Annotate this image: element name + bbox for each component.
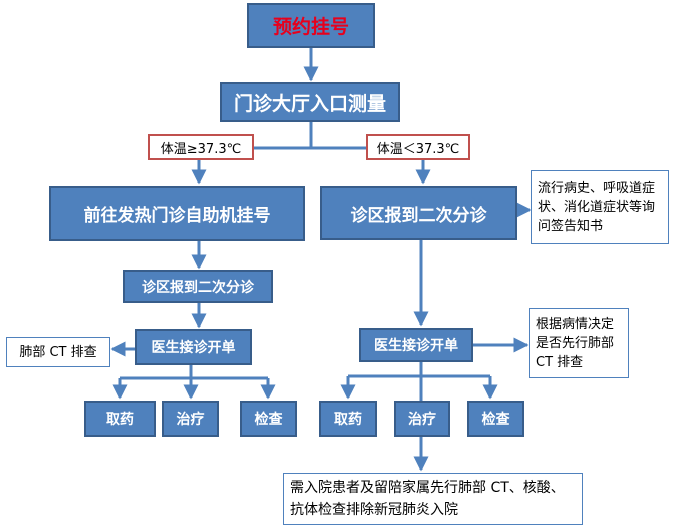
temp-high-condition: 体温≥37.3℃ — [148, 134, 254, 160]
triage-right-box: 诊区报到二次分诊 — [320, 186, 517, 240]
doctor-right-box: 医生接诊开单 — [359, 328, 473, 362]
treatment-right-box: 治疗 — [394, 401, 450, 437]
exam-right-box: 检查 — [467, 401, 524, 437]
temp-low-condition: 体温＜37.3℃ — [366, 134, 470, 160]
history-inquiry-note: 流行病史、呼吸道症状、消化道症状等询问签告知书 — [531, 170, 669, 244]
treatment-left-box: 治疗 — [162, 401, 219, 437]
triage-left-box: 诊区报到二次分诊 — [123, 270, 273, 303]
measure-box: 门诊大厅入口测量 — [220, 82, 400, 122]
exam-left-box: 检查 — [240, 401, 297, 437]
ct-decision-note: 根据病情决定是否先行肺部 CT 排查 — [529, 308, 629, 378]
inpatient-note: 需入院患者及留陪家属先行肺部 CT、核酸、抗体检查排除新冠肺炎入院 — [283, 473, 583, 525]
medicine-left-box: 取药 — [84, 401, 156, 437]
fever-clinic-box: 前往发热门诊自助机挂号 — [49, 186, 305, 241]
lung-ct-left-note: 肺部 CT 排查 — [6, 337, 110, 367]
register-box: 预约挂号 — [247, 3, 375, 48]
medicine-right-box: 取药 — [319, 401, 377, 437]
doctor-left-box: 医生接诊开单 — [135, 329, 252, 365]
